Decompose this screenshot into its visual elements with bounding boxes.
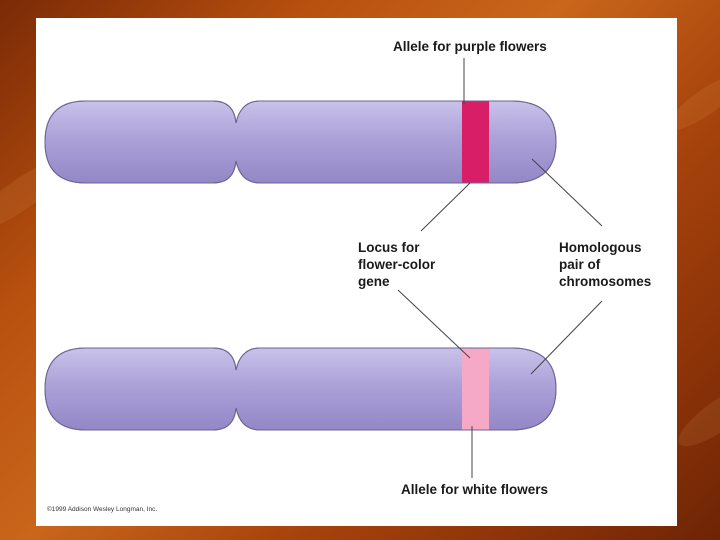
diagram-panel: Allele for purple flowers Locus for flow… xyxy=(36,18,677,526)
white-allele-label: Allele for white flowers xyxy=(401,481,548,498)
white-allele-band xyxy=(462,345,489,435)
locus-label-line1: Locus for xyxy=(358,239,420,256)
homologous-label-line1: Homologous xyxy=(559,239,642,256)
homologous-label-line3: chromosomes xyxy=(559,273,651,290)
locus-leader-top xyxy=(421,183,470,231)
bottom-chromosome xyxy=(45,345,556,435)
homologous-label-line2: pair of xyxy=(559,256,600,273)
locus-label-line3: gene xyxy=(358,273,390,290)
homologous-leader-top xyxy=(532,159,602,226)
copyright-notice: ©1999 Addison Wesley Longman, Inc. xyxy=(47,506,157,513)
purple-allele-label: Allele for purple flowers xyxy=(393,38,547,55)
homologous-leader-bottom xyxy=(531,301,602,374)
top-chromosome xyxy=(45,98,556,188)
locus-label-line2: flower-color xyxy=(358,256,435,273)
background-streak xyxy=(670,374,720,456)
purple-allele-band xyxy=(462,98,489,188)
